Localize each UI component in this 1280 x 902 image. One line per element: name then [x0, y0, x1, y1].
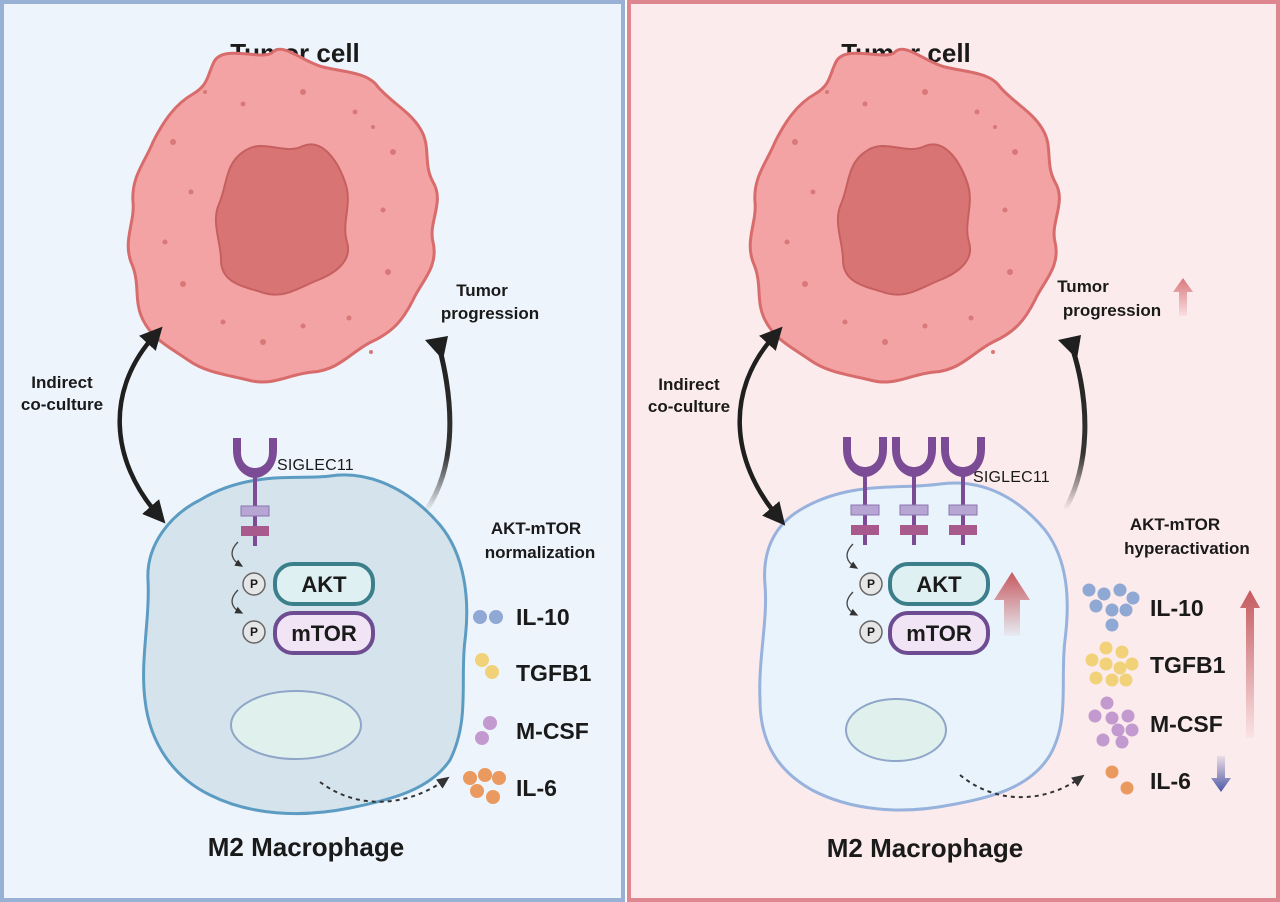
- left-tgfb1-dots: [475, 653, 499, 679]
- right-cytokine-up-arrow: [1240, 590, 1260, 738]
- right-mtor-label: mTOR: [906, 621, 972, 646]
- left-macrophage-title: M2 Macrophage: [208, 832, 405, 862]
- right-il10-dots: [1082, 583, 1140, 632]
- left-secretion-arrow: [319, 776, 450, 803]
- left-mtor-box: [273, 611, 375, 655]
- right-mtor-box: [888, 611, 990, 655]
- left-co-culture-arrow: [117, 326, 166, 524]
- left-akt-phospho: [242, 572, 266, 596]
- left-il6-dots: [463, 768, 506, 804]
- left-pathway-line1: AKT-mTOR: [491, 519, 581, 538]
- right-secretion-arrow: [959, 774, 1085, 799]
- right-progression-arrow: [1062, 349, 1088, 512]
- right-akt-phospho-label: P: [867, 577, 875, 591]
- right-signal-arrow-2: [846, 591, 859, 616]
- right-cytokine-il6: IL-6: [1150, 768, 1191, 794]
- right-co-culture-line1: Indirect: [658, 375, 720, 394]
- right-mtor-phospho-label: P: [867, 625, 875, 639]
- right-il6-down-arrow: [1211, 756, 1231, 792]
- left-co-culture-line1: Indirect: [31, 373, 93, 392]
- right-co-culture-arrow: [737, 326, 786, 526]
- right-cytokine-mcsf: M-CSF: [1150, 711, 1223, 737]
- left-progression-arrow: [422, 349, 453, 514]
- right-siglec11-label: SIGLEC11: [973, 469, 1050, 486]
- left-siglec11-label: SIGLEC11: [277, 457, 354, 474]
- left-mtor-phospho-label: P: [250, 625, 258, 639]
- left-panel: Tumor cell SIGLEC11 AKT P mTOR P Indirec…: [0, 0, 625, 902]
- right-pathway-line2: hyperactivation: [1124, 539, 1250, 558]
- left-signal-arrow-1: [231, 541, 244, 567]
- right-progression-line2: progression: [1063, 301, 1161, 320]
- right-akt-up-arrow: [994, 572, 1030, 636]
- right-progression-arrowhead: [1058, 335, 1081, 359]
- left-mtor-label: mTOR: [291, 621, 357, 646]
- left-cytokine-mcsf: M-CSF: [516, 718, 589, 744]
- right-nucleus: [845, 698, 947, 762]
- right-akt-label: AKT: [916, 572, 962, 597]
- left-akt-phospho-label: P: [250, 577, 258, 591]
- right-mcsf-dots: [1088, 696, 1139, 749]
- right-signal-arrow-1: [846, 543, 859, 569]
- right-pathway-line1: AKT-mTOR: [1130, 515, 1220, 534]
- left-pathway-line2: normalization: [485, 543, 596, 562]
- right-mtor-phospho: [859, 620, 883, 644]
- right-macrophage-title: M2 Macrophage: [827, 833, 1024, 863]
- left-progression-arrowhead: [425, 336, 448, 360]
- left-akt-label: AKT: [301, 572, 347, 597]
- left-cytokine-tgfb1: TGFB1: [516, 660, 592, 686]
- left-akt-box: [273, 562, 375, 606]
- left-cytokine-il6: IL-6: [516, 775, 557, 801]
- left-signal-arrow-2: [231, 589, 244, 614]
- left-mtor-phospho: [242, 620, 266, 644]
- right-il6-dots: [1105, 765, 1134, 795]
- left-progression-line2: progression: [441, 304, 539, 323]
- left-cytokine-il10: IL-10: [516, 604, 570, 630]
- right-tgfb1-dots: [1085, 641, 1139, 687]
- left-co-culture-line2: co-culture: [21, 395, 103, 414]
- left-progression-line1: Tumor: [456, 281, 508, 300]
- right-cytokine-il10: IL-10: [1150, 595, 1204, 621]
- left-nucleus: [230, 690, 362, 760]
- right-panel: Tumor cell SIGLEC11 AKT P mTOR P Indirec…: [627, 0, 1280, 902]
- right-cytokine-tgfb1: TGFB1: [1150, 652, 1226, 678]
- right-akt-box: [888, 562, 990, 606]
- left-il10-dots: [473, 610, 503, 624]
- right-akt-phospho: [859, 572, 883, 596]
- right-progression-up-arrow: [1173, 278, 1193, 316]
- left-mcsf-dots: [475, 716, 497, 745]
- right-co-culture-line2: co-culture: [648, 397, 730, 416]
- right-progression-line1: Tumor: [1057, 277, 1109, 296]
